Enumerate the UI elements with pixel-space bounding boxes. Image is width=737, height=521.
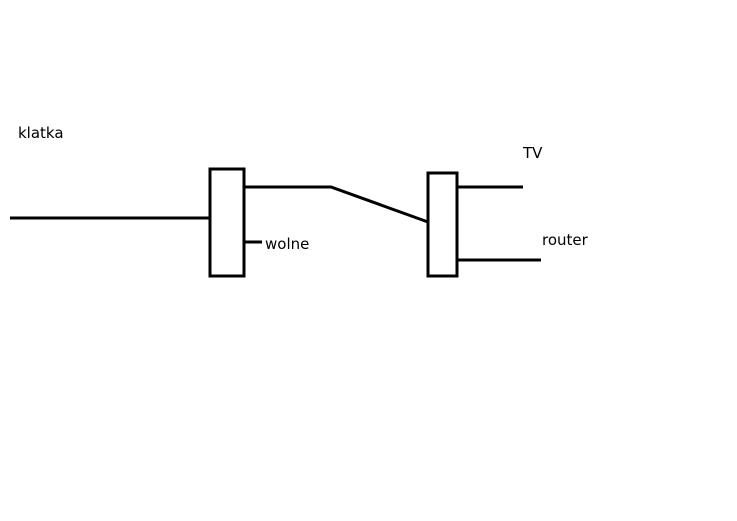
label-wolne: wolne	[265, 235, 309, 253]
label-router: router	[542, 231, 589, 249]
link-cable	[244, 185, 429, 224]
label-tv: TV	[522, 144, 543, 162]
splitter-box-1	[208, 167, 246, 278]
splitter-box-2	[426, 171, 459, 278]
label-klatka: klatka	[18, 124, 64, 142]
